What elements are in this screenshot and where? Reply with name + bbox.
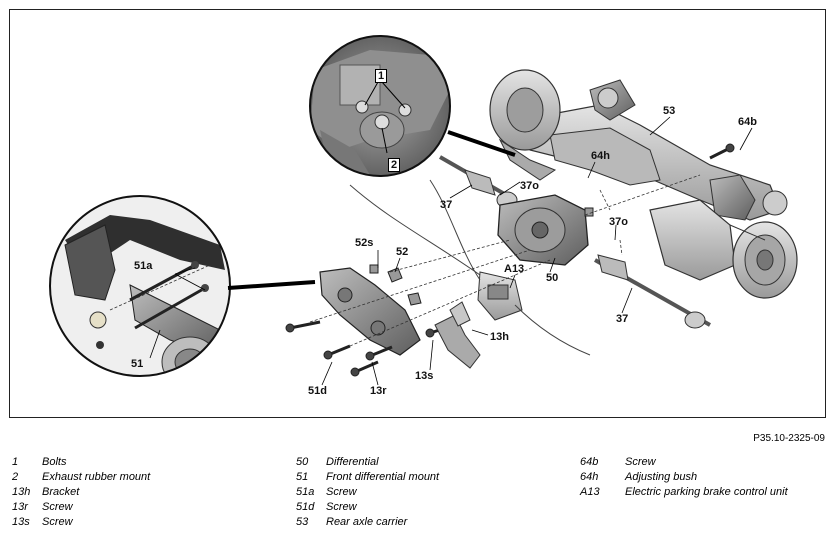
- callout-13s: 13s: [415, 370, 434, 382]
- legend-key: 50: [296, 456, 309, 468]
- legend-item: 53 Rear axle carrier: [296, 515, 556, 530]
- legend-item: 13s Screw: [12, 515, 272, 530]
- legend-text: Screw: [42, 516, 73, 528]
- callout-37o-right: 37o: [609, 216, 628, 228]
- legend-text: Screw: [42, 501, 73, 513]
- differential: [497, 194, 589, 266]
- legend-item: 64h Adjusting bush: [580, 470, 830, 485]
- legend-item: 51a Screw: [296, 485, 556, 500]
- callout-37-left: 37: [440, 199, 453, 211]
- callout-2: 2: [388, 158, 401, 172]
- legend-text: Electric parking brake control unit: [625, 486, 788, 498]
- legend-text: Screw: [625, 456, 656, 468]
- legend-text: Exhaust rubber mount: [42, 471, 151, 483]
- callout-52: 52: [396, 246, 409, 258]
- exploded-view-drawing: [49, 35, 798, 386]
- detail-circle-exhaust-mount: [309, 35, 516, 177]
- front-differential-mount: [319, 267, 421, 356]
- legend-key: 51d: [296, 501, 315, 513]
- callout-37-right: 37: [616, 313, 629, 325]
- legend-key: 13r: [12, 501, 28, 513]
- drive-shaft-right: [594, 254, 711, 329]
- callout-64h: 64h: [591, 150, 610, 162]
- legend-text: Screw: [326, 486, 357, 498]
- brake-cables: [349, 179, 591, 356]
- legend-key: 53: [296, 516, 309, 528]
- legend-key: 13s: [12, 516, 30, 528]
- left-wheel-hub: [489, 69, 561, 181]
- legend-item: 13r Screw: [12, 500, 272, 515]
- parking-brake-control-unit: [477, 271, 523, 321]
- legend-item: 1 Bolts: [12, 455, 272, 470]
- legend-text: Rear axle carrier: [326, 516, 408, 528]
- callout-52s: 52s: [355, 237, 374, 249]
- legend-column-2: 50 Differential 51 Front differential moun…: [296, 455, 556, 530]
- legend-key: 1: [12, 456, 19, 468]
- legend-key: A13: [580, 486, 600, 498]
- legend-text: Bracket: [42, 486, 80, 498]
- bracket: [434, 301, 481, 369]
- figure-code: P35.10-2325-09: [753, 433, 825, 444]
- legend-item: 13h Bracket: [12, 485, 272, 500]
- legend-key: 51: [296, 471, 309, 483]
- legend-key: 13h: [12, 486, 31, 498]
- legend-key: 51a: [296, 486, 315, 498]
- callout-A13: A13: [504, 263, 525, 275]
- callout-53: 53: [663, 105, 676, 117]
- callout-50: 50: [546, 272, 559, 284]
- callout-51d: 51d: [308, 385, 327, 397]
- right-wheel-hub: [649, 199, 798, 299]
- legend-item: 2 Exhaust rubber mount: [12, 470, 272, 485]
- legend-column-3: 64b Screw 64h Adjusting bush A13 Electric p…: [580, 455, 830, 500]
- callout-51a: 51a: [134, 260, 153, 272]
- legend-text: Front differential mount: [326, 471, 440, 483]
- assembly-lines: [309, 174, 701, 347]
- callout-1: 1: [375, 69, 388, 83]
- legend-text: Adjusting bush: [625, 471, 698, 483]
- callout-13h: 13h: [490, 331, 509, 343]
- callout-64b: 64b: [738, 116, 757, 128]
- callout-51: 51: [131, 358, 144, 370]
- leader-lines: [149, 116, 753, 386]
- legend-key: 64b: [580, 456, 599, 468]
- diagram-frame: 1 2 53 64b 64h 37o 37 37o 52s 52 51a A13…: [9, 9, 826, 418]
- legend-text: Bolts: [42, 456, 67, 468]
- legend-item: A13 Electric parking brake control unit: [580, 485, 830, 500]
- legend-text: Differential: [326, 456, 379, 468]
- rear-axle-carrier: [519, 79, 788, 221]
- legend-item: 50 Differential: [296, 455, 556, 470]
- legend-item: 51 Front differential mount: [296, 470, 556, 485]
- legend-item: 64b Screw: [580, 455, 830, 470]
- detail-circle-front-mount: [49, 195, 316, 377]
- callout-37o-left: 37o: [520, 180, 539, 192]
- legend-text: Screw: [326, 501, 357, 513]
- callout-13r: 13r: [370, 385, 387, 397]
- legend-key: 2: [12, 471, 19, 483]
- legend-key: 64h: [580, 471, 599, 483]
- legend-item: 51d Screw: [296, 500, 556, 515]
